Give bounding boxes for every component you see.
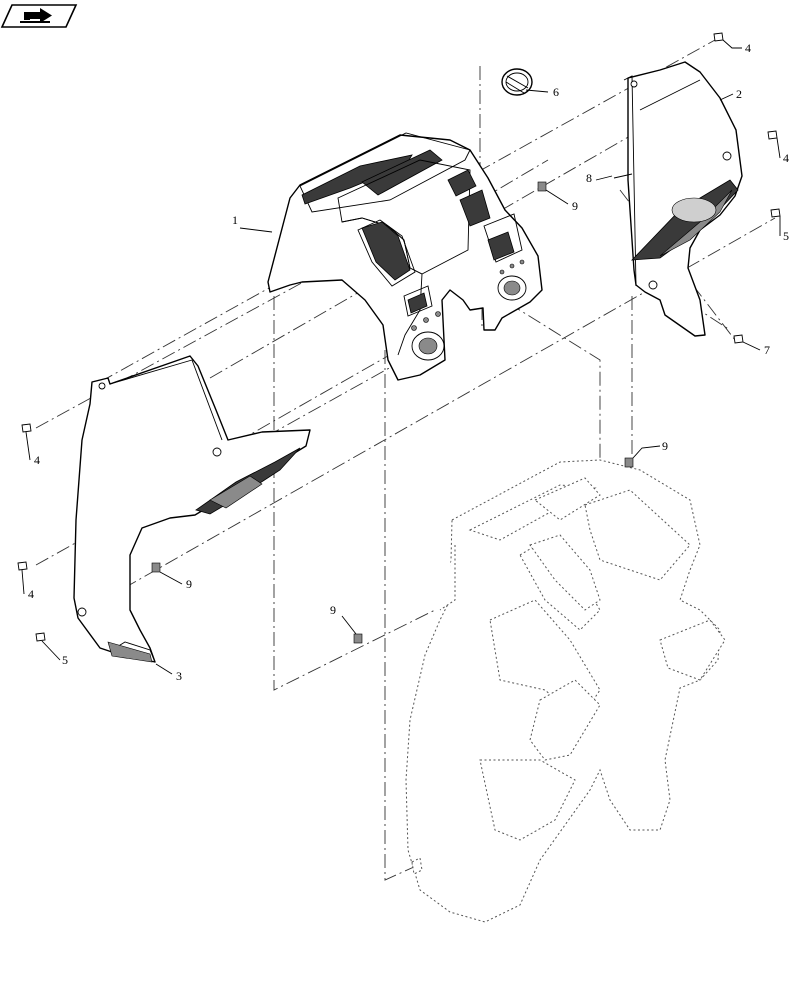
part-1-dash-shroud <box>267 132 543 381</box>
callout-9-center: 9 <box>330 603 336 617</box>
callout-6: 6 <box>553 85 559 99</box>
callout-5-right: 5 <box>783 229 789 243</box>
console-reference-outline <box>405 459 726 923</box>
screw-icon <box>713 32 724 42</box>
callout-4-right: 4 <box>783 151 789 165</box>
pin-icon <box>613 173 633 179</box>
screw-icon <box>35 632 46 642</box>
callout-2: 2 <box>736 87 742 101</box>
forward-arrow-icon <box>20 8 52 23</box>
callout-9-upper: 9 <box>572 199 578 213</box>
clip-icon <box>624 457 634 468</box>
callout-9-right: 9 <box>662 439 668 453</box>
callout-1: 1 <box>232 213 238 227</box>
clip-icon <box>353 633 363 644</box>
callout-8: 8 <box>586 171 592 185</box>
screw-icon <box>733 334 744 344</box>
part-2-right-side-panel <box>623 61 743 337</box>
screw-icon <box>17 561 28 571</box>
callout-4-left-upper: 4 <box>34 453 40 467</box>
callout-labels: 1 2 3 4 4 4 4 5 5 6 7 8 9 9 9 9 <box>28 41 789 683</box>
callout-leaders <box>21 39 781 675</box>
callout-5-left: 5 <box>62 653 68 667</box>
screw-icon <box>767 130 778 140</box>
clip-icon <box>537 181 547 192</box>
callout-4-top-right: 4 <box>745 41 751 55</box>
clip-icon <box>151 562 161 573</box>
part-3-left-side-panel <box>73 355 311 663</box>
callout-4-left-lower: 4 <box>28 587 34 601</box>
callout-3: 3 <box>176 669 182 683</box>
screw-icon <box>21 423 32 433</box>
nav-button[interactable] <box>0 4 78 28</box>
callout-7: 7 <box>764 343 770 357</box>
screw-icon <box>770 208 781 218</box>
part-6-cap <box>501 68 533 96</box>
callout-9-left: 9 <box>186 577 192 591</box>
